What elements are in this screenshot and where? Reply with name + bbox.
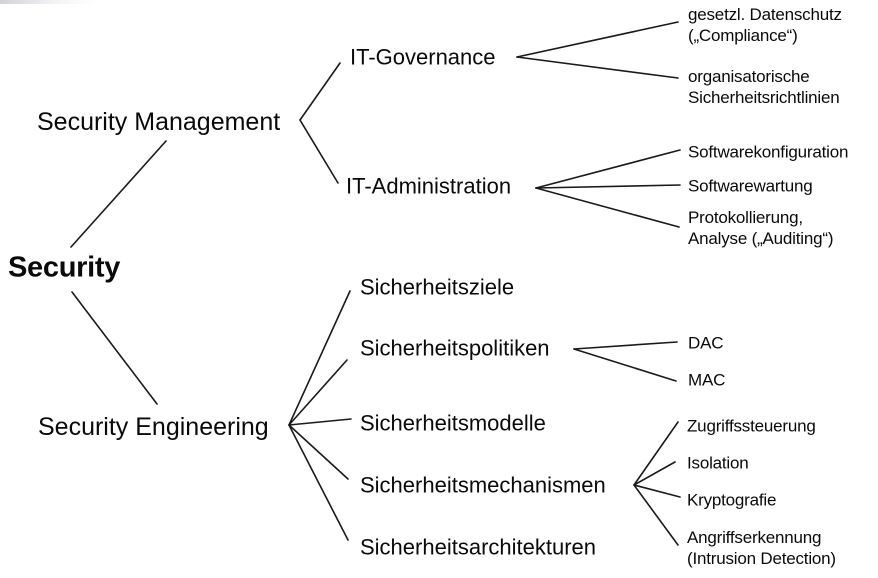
leaf-softwarekonfiguration: Softwarekonfiguration bbox=[688, 142, 849, 162]
leaf-gesetzl-datenschutz: gesetzl. Datenschutz („Compliance“) bbox=[688, 5, 842, 45]
edge-root-engineering bbox=[71, 291, 158, 405]
node-sicherheitsmechanismen: Sicherheitsmechanismen bbox=[360, 472, 606, 498]
edge-eng-politiken bbox=[288, 359, 348, 426]
leaf-protokollierung-analyse: Protokollierung, Analyse („Auditing“) bbox=[688, 208, 834, 248]
edge-mech-zugriff bbox=[633, 421, 679, 486]
leaf-mac: MAC bbox=[688, 370, 726, 390]
edge-root-management bbox=[70, 140, 167, 248]
edge-gov-richtlinien bbox=[516, 56, 679, 79]
edge-admin-konfiguration bbox=[535, 149, 681, 189]
leaf-dac: DAC bbox=[688, 333, 724, 353]
edge-mech-angriff bbox=[633, 484, 679, 546]
edge-eng-mechanismen bbox=[288, 424, 349, 480]
edge-mgmt-administration bbox=[299, 119, 339, 184]
leaf-isolation: Isolation bbox=[687, 453, 749, 473]
node-sicherheitsarchitekturen: Sicherheitsarchitekturen bbox=[360, 534, 597, 560]
leaf-softwarewartung: Softwarewartung bbox=[688, 176, 813, 196]
edge-mgmt-governance bbox=[299, 62, 341, 121]
edge-gov-datenschutz bbox=[516, 21, 679, 58]
leaf-angriffserkennung: Angriffserkennung (Intrusion Detection) bbox=[687, 528, 836, 568]
edge-politiken-mac bbox=[573, 348, 677, 382]
edge-mech-kryptografie bbox=[633, 484, 681, 498]
edge-politiken-dac bbox=[573, 341, 678, 350]
node-sicherheitsmodelle: Sicherheitsmodelle bbox=[360, 410, 546, 436]
node-security-engineering: Security Engineering bbox=[38, 412, 269, 441]
node-sicherheitsziele: Sicherheitsziele bbox=[360, 274, 515, 300]
leaf-kryptografie: Kryptografie bbox=[687, 490, 777, 510]
node-sicherheitspolitiken: Sicherheitspolitiken bbox=[360, 335, 550, 361]
edge-eng-modelle bbox=[288, 418, 352, 426]
node-security: Security bbox=[8, 251, 121, 284]
edge-eng-architekturen bbox=[288, 424, 349, 541]
node-it-administration: IT-Administration bbox=[346, 173, 512, 199]
edge-admin-protokollierung bbox=[535, 187, 680, 228]
top-edge-artifact bbox=[0, 0, 96, 4]
leaf-zugriffssteuerung: Zugriffssteuerung bbox=[687, 416, 816, 436]
edge-mech-isolation bbox=[633, 461, 676, 486]
node-it-governance: IT-Governance bbox=[350, 44, 496, 70]
edge-admin-wartung bbox=[535, 184, 681, 189]
edge-eng-ziele bbox=[288, 290, 351, 426]
node-security-management: Security Management bbox=[37, 107, 281, 136]
leaf-organisatorische-richtlinien: organisatorische Sicherheitsrichtlinien bbox=[688, 67, 840, 107]
